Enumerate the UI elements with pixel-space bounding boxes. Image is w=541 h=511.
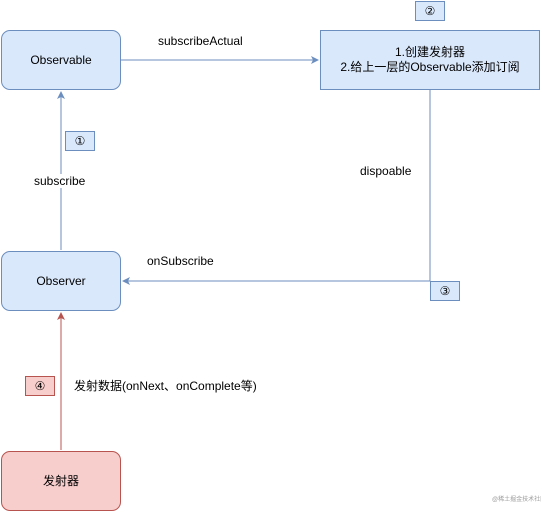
emitter-node: 发射器	[1, 451, 121, 511]
emitter-label: 发射器	[42, 473, 79, 488]
watermark: @稀土掘金技术社区	[492, 497, 541, 503]
dispoable-label: dispoable	[360, 164, 412, 178]
step-badge-1: ①	[65, 131, 95, 151]
process-step-2: 2.给上一层的Observable添加订阅	[340, 60, 520, 74]
step-badge-2: ②	[415, 1, 445, 21]
subscribe-label: subscribe	[34, 174, 86, 188]
step-badge-3: ③	[430, 281, 460, 301]
observer-label: Observer	[36, 273, 86, 288]
process-step-1: 1.创建发射器	[394, 45, 465, 59]
step-badge-4: ④	[25, 376, 55, 396]
on-subscribe-label: onSubscribe	[147, 254, 214, 268]
on-subscribe-arrow	[122, 90, 431, 285]
emit-data-label: 发射数据(onNext、onComplete等)	[74, 379, 257, 393]
observer-node: Observer	[1, 251, 121, 311]
process-node: 1.创建发射器 2.给上一层的Observable添加订阅	[320, 30, 540, 90]
observable-label: Observable	[30, 52, 92, 67]
observable-node: Observable	[1, 30, 121, 90]
subscribe-actual-label: subscribeActual	[158, 34, 243, 48]
